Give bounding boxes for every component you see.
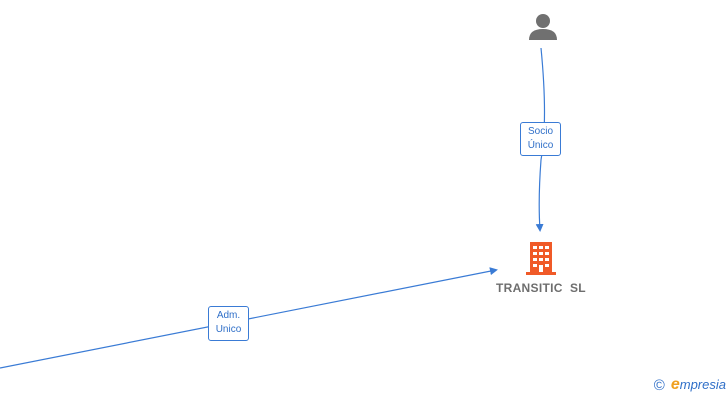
footer-brand: © empresia [654, 376, 726, 394]
brand-first-letter: e [670, 376, 680, 393]
company-name-link[interactable]: TRANSITIC SL [496, 281, 586, 295]
edge-label-line: Unico [215, 324, 242, 335]
edge-label-adm-unico: Adm. Unico [208, 306, 249, 341]
brand-rest: mpresia [679, 377, 726, 392]
person-icon[interactable] [529, 14, 557, 40]
edge-label-line: Adm. [216, 310, 241, 321]
edge-label-line: Socio [527, 126, 553, 137]
copyright-icon: © [653, 376, 665, 394]
edge-socio-unico [535, 47, 546, 232]
brand-logo: empresia [671, 376, 726, 394]
edge-label-socio-unico: Socio Único [520, 122, 561, 156]
edge-label-line: Único [527, 140, 554, 151]
building-icon[interactable] [526, 242, 556, 275]
